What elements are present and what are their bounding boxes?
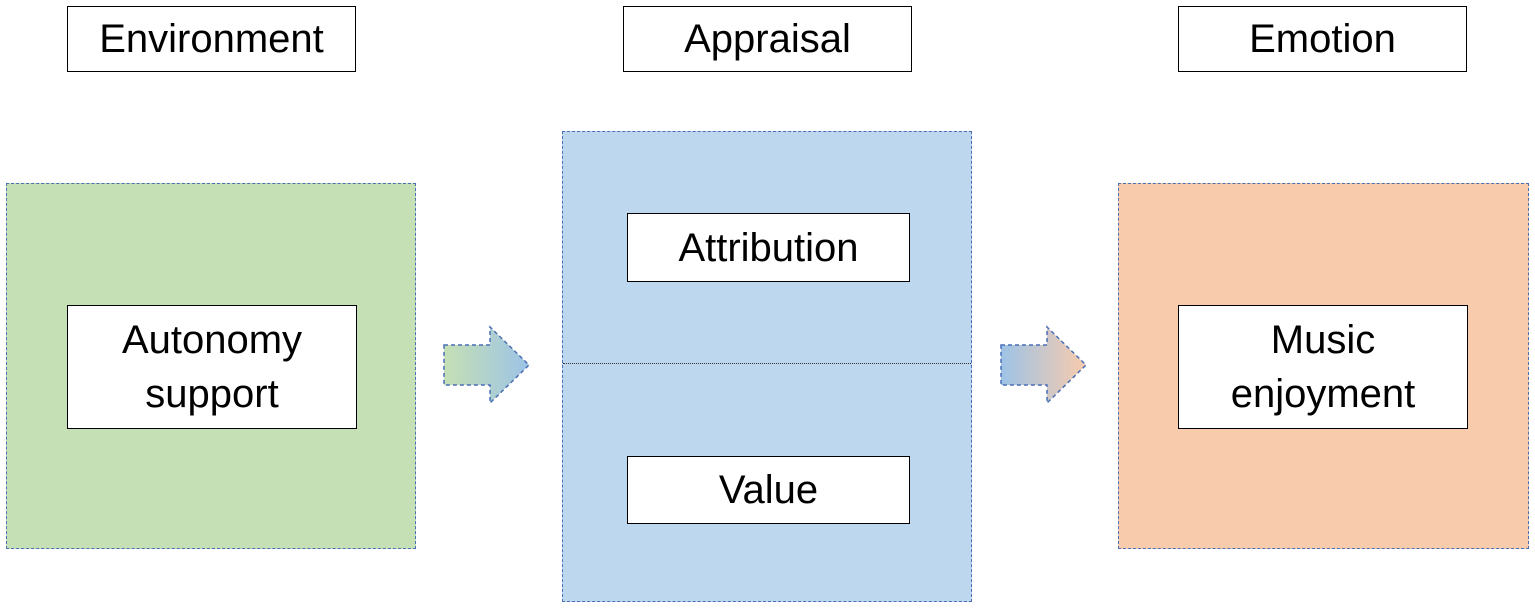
value-box: Value xyxy=(627,456,910,524)
value-label: Value xyxy=(718,468,819,512)
emotion-header: Emotion xyxy=(1178,6,1467,72)
autonomy-support-box: Autonomy support xyxy=(67,305,357,429)
environment-panel: Autonomy support xyxy=(6,183,416,549)
attribution-label: Attribution xyxy=(678,225,859,270)
environment-header: Environment xyxy=(67,6,356,72)
environment-to-appraisal-arrow xyxy=(443,325,531,405)
autonomy-support-label: Autonomy support xyxy=(121,318,303,416)
appraisal-divider xyxy=(563,363,971,364)
appraisal-header: Appraisal xyxy=(623,6,912,72)
emotion-panel: Music enjoyment xyxy=(1118,183,1529,549)
attribution-box: Attribution xyxy=(627,213,910,282)
music-enjoyment-box: Music enjoyment xyxy=(1178,305,1468,429)
appraisal-panel: Attribution Value xyxy=(562,131,972,602)
music-enjoyment-label: Music enjoyment xyxy=(1230,318,1416,416)
appraisal-to-emotion-arrow xyxy=(1000,325,1088,405)
